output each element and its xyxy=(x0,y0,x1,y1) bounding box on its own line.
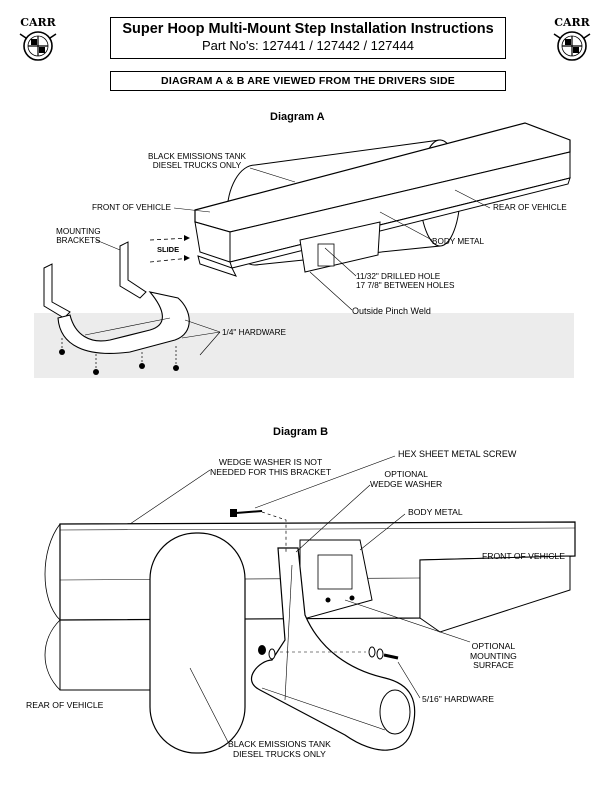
diagram-a-title: Diagram A xyxy=(270,111,325,123)
step-hoop-b xyxy=(251,547,416,751)
part-numbers: Part No's: 127441 / 127442 / 127444 xyxy=(201,38,415,53)
step-hoop-a xyxy=(57,291,190,354)
diagram-a-brackets-label: MOUNTING BRACKETS xyxy=(56,227,101,245)
diagram-a-rear-label: REAR OF VEHICLE xyxy=(493,203,567,212)
carr-logo-right: CARR xyxy=(553,16,591,61)
pinch-weld-a xyxy=(197,255,237,277)
diagram-b-title: Diagram B xyxy=(273,426,329,438)
logo-text: CARR xyxy=(20,16,56,29)
diagram-a-tank-label: BLACK EMISSIONS TANK DIESEL TRUCKS ONLY xyxy=(148,152,246,170)
diagram-b-rear-label: REAR OF VEHICLE xyxy=(26,700,104,710)
diagram-a-front-label: FRONT OF VEHICLE xyxy=(92,203,172,212)
logo-text: CARR xyxy=(554,16,590,29)
diagram-b-front-label: FRONT OF VEHICLE xyxy=(482,551,565,561)
diagram-b-optional-wedge-label: OPTIONAL WEDGE WASHER xyxy=(370,469,443,489)
tank-b xyxy=(149,532,246,754)
diagram-b-hardware-label: 5/16" HARDWARE xyxy=(422,694,494,704)
diagram-a-hole-label: 11/32" DRILLED HOLE 17 7/8" BETWEEN HOLE… xyxy=(356,272,455,290)
diagram-b-body-metal-label: BODY METAL xyxy=(408,507,463,517)
diagram-b-optional-mounting-label: OPTIONAL MOUNTING SURFACE xyxy=(470,641,517,670)
diagram-a-body-metal-label: BODY METAL xyxy=(432,237,485,246)
diagram-b-tank-label: BLACK EMISSIONS TANK DIESEL TRUCKS ONLY xyxy=(228,739,331,759)
title-box: Super Hoop Multi-Mount Step Installation… xyxy=(110,17,506,59)
diagram-b-hex-screw-label: HEX SHEET METAL SCREW xyxy=(398,449,517,459)
diagram-b-wedge-not-needed-label: WEDGE WASHER IS NOT NEEDED FOR THIS BRAC… xyxy=(210,457,332,477)
diagram-a-hardware-label: 1/4" HARDWARE xyxy=(222,328,287,337)
diagram-a-pinch-weld-label: Outside Pinch Weld xyxy=(352,306,431,316)
document-title: Super Hoop Multi-Mount Step Installation… xyxy=(122,21,494,37)
mounting-bracket-1 xyxy=(43,263,71,319)
diagram-a-slide-label: SLIDE xyxy=(157,245,180,254)
carr-logo-left: CARR xyxy=(19,16,57,61)
mounting-bracket-2 xyxy=(119,241,147,299)
viewing-note-banner: DIAGRAM A & B ARE VIEWED FROM THE DRIVER… xyxy=(110,71,506,91)
